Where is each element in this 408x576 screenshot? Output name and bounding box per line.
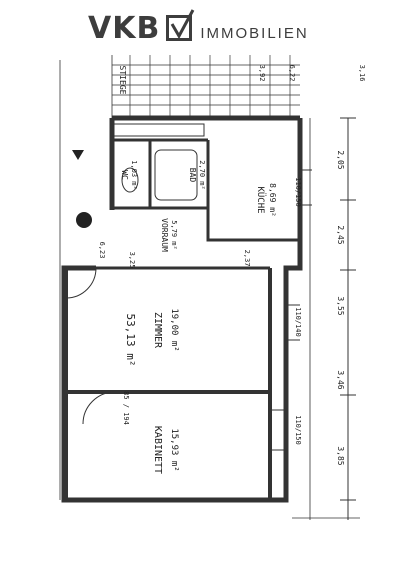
dimension-top-2: 3,16 (358, 65, 366, 82)
dimension-right-0: 2,05 (336, 150, 345, 169)
room-kueche-name: KÜCHE (255, 186, 266, 213)
room-bad-name: BAD (188, 168, 197, 183)
room-zimmer-area: 19,00 m² (169, 308, 179, 351)
logo-check-icon (166, 9, 195, 41)
room-zimmer-name: ZIMMER (152, 312, 163, 349)
entrance-marker-icon (76, 212, 92, 228)
dimension-left-1: 3,25 (128, 252, 136, 269)
room-bad-area: 2,70 m² (198, 160, 206, 190)
dimension-right-2: 3,55 (336, 296, 345, 315)
logo-vkb-text: VKB (88, 10, 161, 46)
dimension-right-1: 2,45 (336, 225, 345, 244)
room-vorraum-area: 5,79 m² (170, 220, 178, 250)
window-size-0: 110/140 (294, 307, 302, 337)
total-area: 53,13 m² (124, 314, 137, 367)
room-kabinett-name: KABINETT (152, 426, 163, 474)
room-kueche-area: 8,69 m² (268, 183, 277, 217)
stiege-label: STIEGE (118, 66, 127, 95)
north-arrow-icon (72, 150, 84, 160)
dimension-top-1: 6,22 (288, 65, 296, 82)
window-size-1: 110/150 (294, 415, 302, 445)
vkb-immobilien-logo: VKB IMMOBILIEN (88, 8, 309, 48)
room-vorraum-name: VORRAUM (160, 218, 169, 252)
dimension-right-4: 3,85 (336, 446, 345, 465)
dimension-top-0: 3,92 (258, 65, 266, 82)
dimension-right-3: 3,46 (336, 370, 345, 389)
door-number: 16 (79, 217, 90, 227)
niche-label: 85 / 194 (122, 391, 130, 425)
dimension-left-0: 6,23 (98, 242, 106, 259)
room-wc-area: 1,03 m² (130, 160, 138, 190)
room-kabinett-area: 15,93 m² (169, 428, 179, 471)
window-size-2: 110/150 (294, 177, 302, 207)
logo-immobilien-text: IMMOBILIEN (200, 24, 309, 42)
dimension-left-2: 2,37 (243, 250, 251, 267)
room-wc-name: WC (120, 170, 129, 180)
